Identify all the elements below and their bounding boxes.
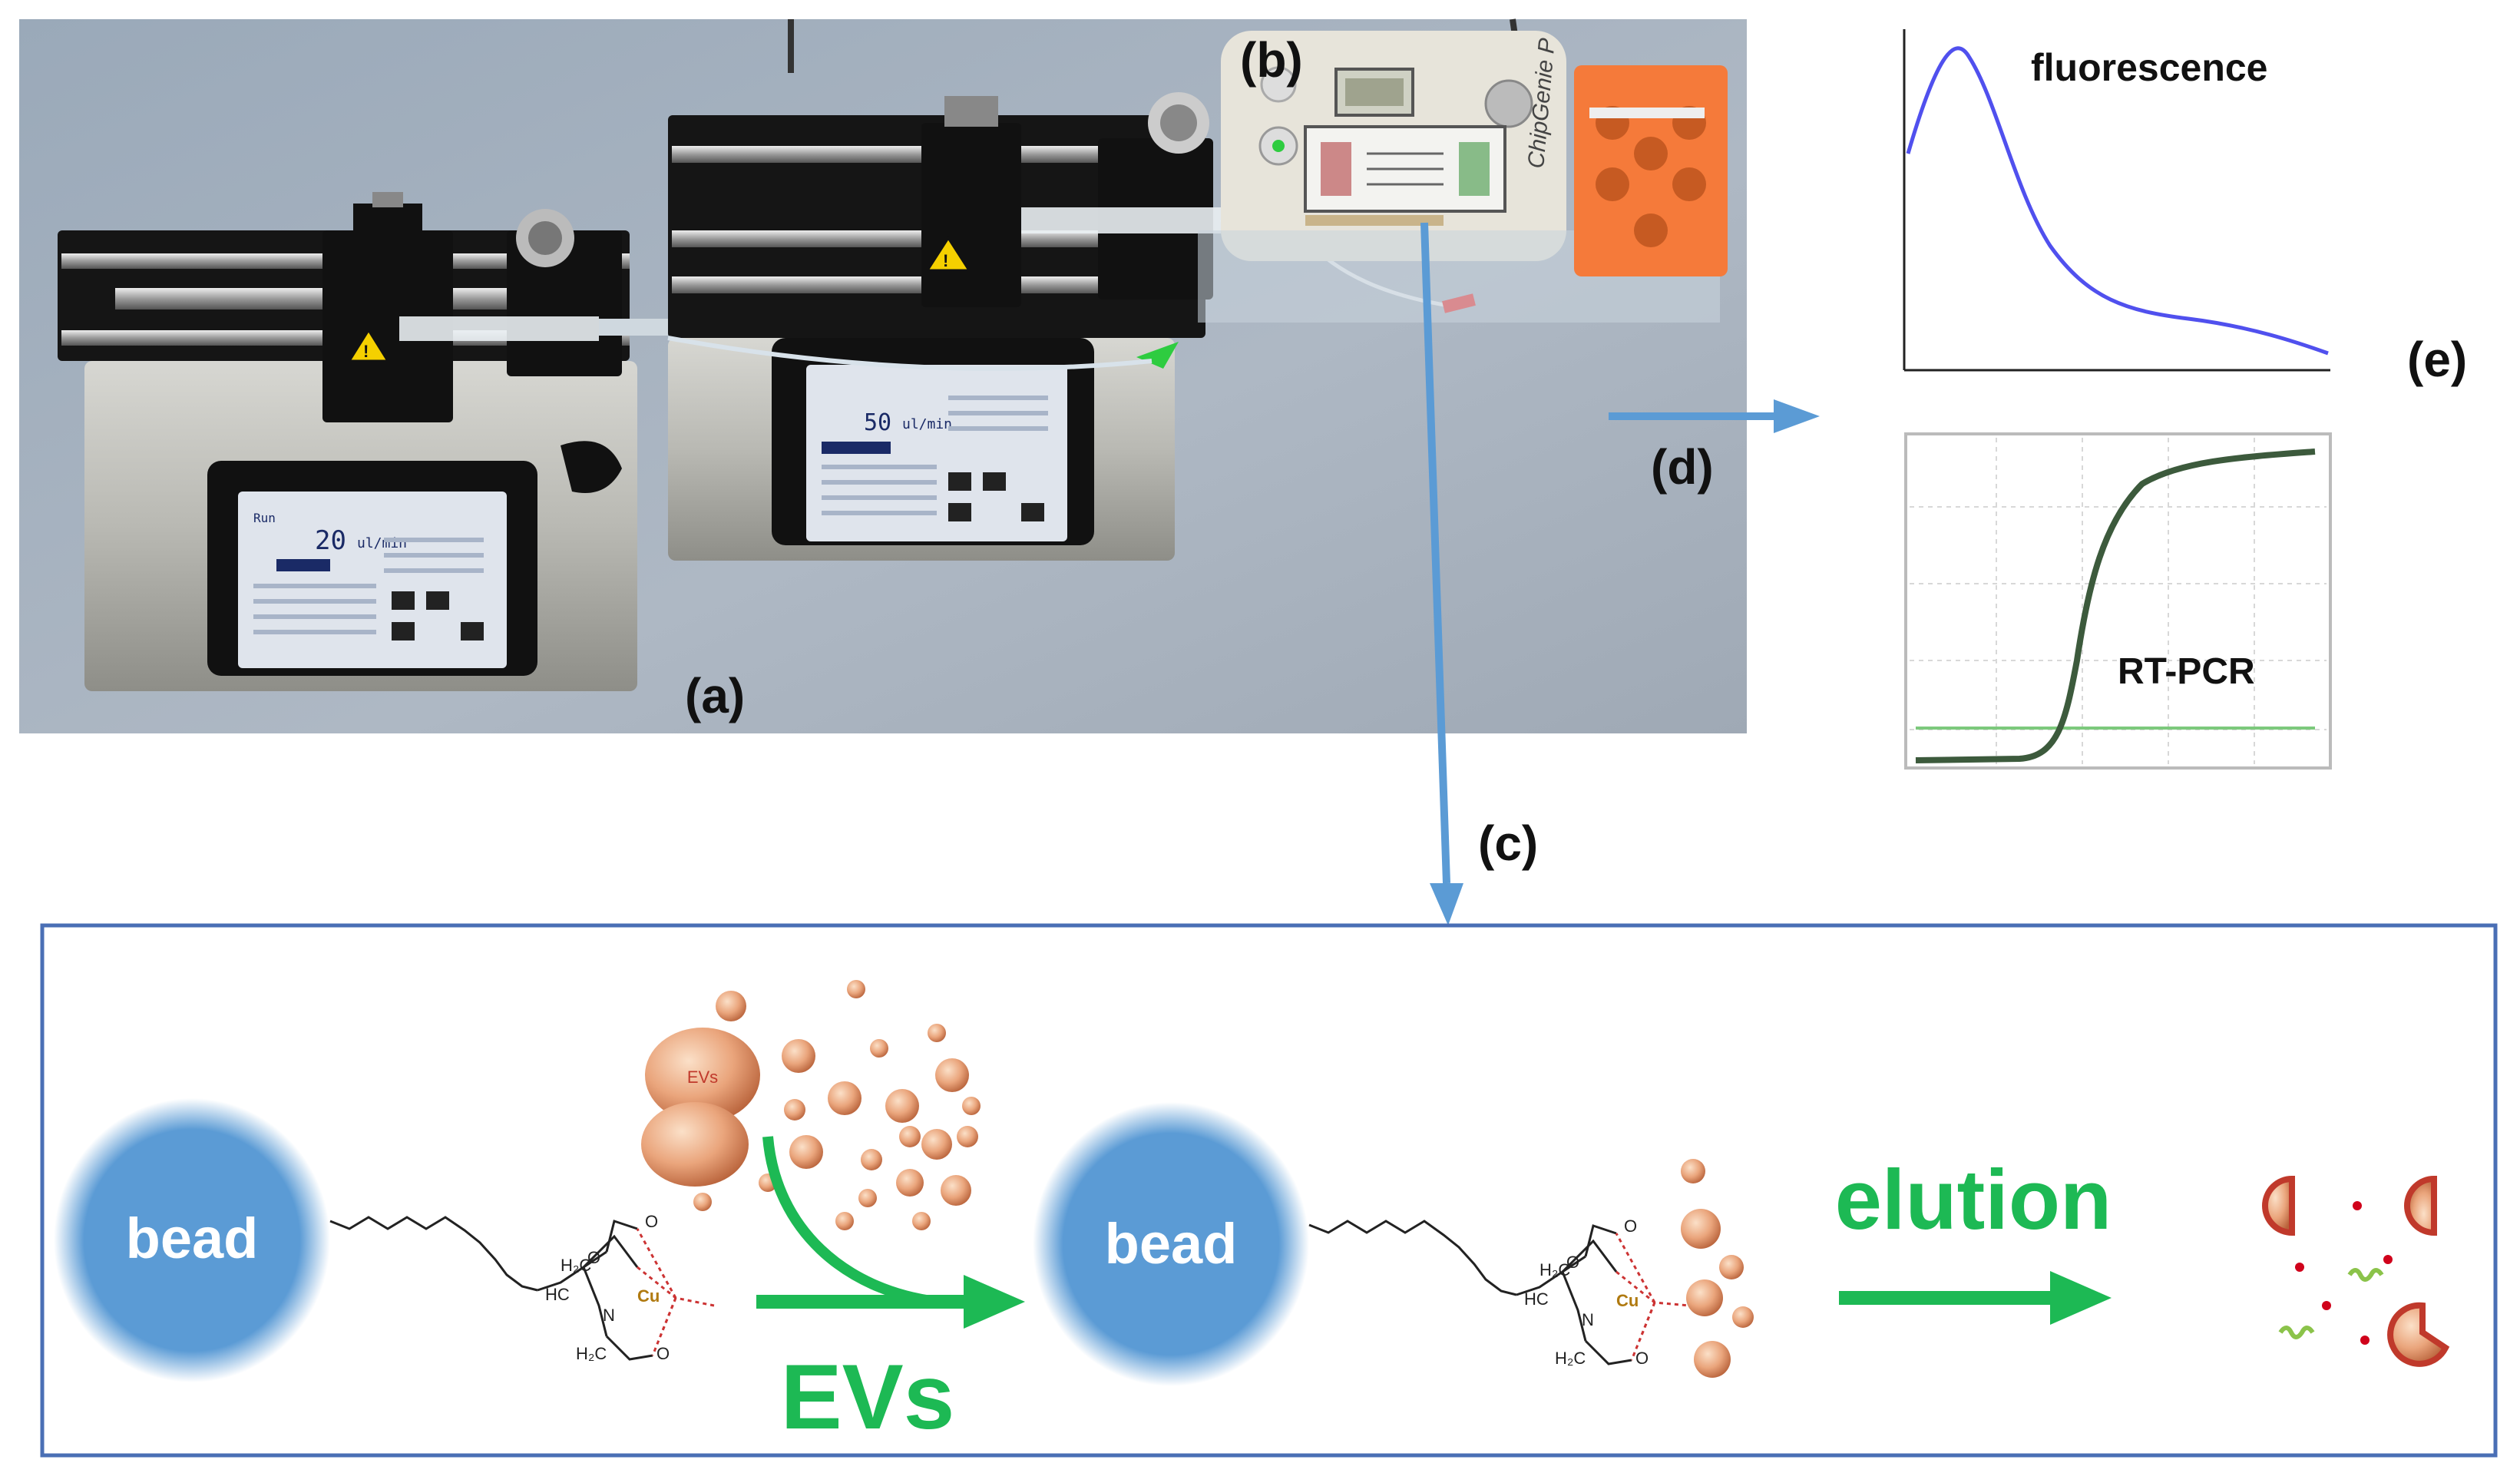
svg-text:Cu: Cu — [637, 1286, 660, 1306]
copper-chelate-structure — [329, 1216, 715, 1361]
svg-text:!: ! — [943, 251, 948, 270]
svg-text:O: O — [587, 1248, 600, 1267]
syringe-pump-1: Run 20 ul/min ! — [58, 192, 668, 691]
captured-evs — [1681, 1159, 1754, 1378]
fluorescence-curve — [1906, 46, 2329, 356]
capture-arrow — [756, 1136, 1025, 1329]
pump2-rate-unit: ul/min — [902, 416, 952, 432]
label-a: (a) — [685, 668, 745, 723]
evs-small-label: EVs — [687, 1068, 718, 1087]
tube-rack — [1574, 65, 1728, 276]
warning-icon: ! — [347, 328, 390, 362]
bead-2-label: bead — [1105, 1212, 1238, 1276]
svg-text:!: ! — [363, 342, 369, 361]
copper-chelate-structure — [1308, 1220, 1690, 1365]
arrow-c — [1420, 222, 1463, 925]
svg-text:O: O — [656, 1344, 670, 1363]
bead-2 — [1033, 1102, 1309, 1386]
ev-cluster: EVs — [641, 980, 981, 1230]
svg-text:Cu: Cu — [1616, 1291, 1639, 1310]
setup-photo: Run 20 ul/min ! — [19, 18, 1747, 733]
svg-text:H₂C: H₂C — [1539, 1260, 1570, 1279]
svg-text:O: O — [1566, 1253, 1579, 1272]
svg-text:N: N — [1582, 1310, 1594, 1329]
label-c: (c) — [1478, 816, 1538, 871]
svg-text:O: O — [645, 1212, 658, 1231]
svg-text:HC: HC — [1524, 1289, 1549, 1309]
pcr-title: RT-PCR — [2118, 651, 2255, 692]
label-b: (b) — [1240, 32, 1303, 88]
elution-label: elution — [1835, 1153, 2112, 1247]
svg-text:H₂C: H₂C — [576, 1344, 607, 1363]
svg-text:H₂C: H₂C — [561, 1256, 591, 1275]
pcr-curve — [1915, 449, 2316, 763]
pump1-screen-header: Run — [253, 511, 276, 525]
svg-text:H₂C: H₂C — [1555, 1349, 1586, 1368]
fluorescence-title: fluorescence — [2031, 46, 2267, 89]
pump2-rate: 50 — [864, 409, 891, 436]
fluorescence-plot: fluorescence — [1903, 29, 2330, 372]
evs-label: EVs — [781, 1346, 955, 1448]
pump1-rate: 20 — [315, 525, 346, 556]
warning-icon: ! — [925, 236, 971, 272]
rna-fragment — [2278, 1268, 2384, 1339]
label-e: (e) — [2407, 332, 2467, 387]
rt-pcr-plot: RT-PCR — [1904, 432, 2332, 770]
svg-text:O: O — [1624, 1216, 1637, 1236]
svg-text:O: O — [1635, 1349, 1649, 1368]
svg-text:HC: HC — [545, 1285, 570, 1304]
lysed-evs — [2262, 1175, 2450, 1367]
elution-arrow — [1839, 1271, 2112, 1325]
label-d: (d) — [1651, 439, 1714, 495]
svg-text:N: N — [603, 1306, 615, 1325]
bead-1 — [54, 1098, 330, 1382]
bead-1-label: bead — [126, 1207, 259, 1270]
syringe-pump-2: 50 ul/min ! — [668, 92, 1221, 561]
arrow-d — [1609, 399, 1820, 433]
